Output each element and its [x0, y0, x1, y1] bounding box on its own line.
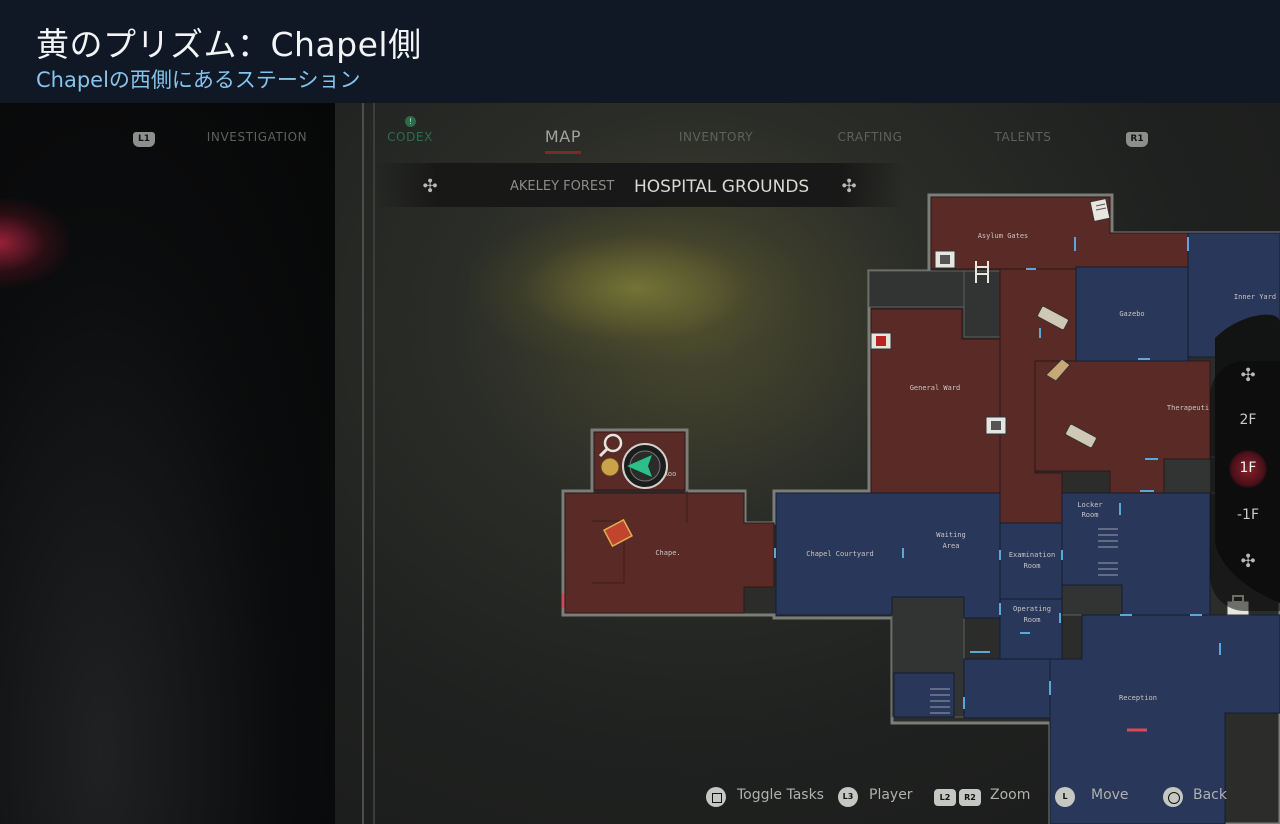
label-chapel-courtyard: Chapel Courtyard — [806, 550, 873, 558]
hint-player[interactable]: Player — [869, 787, 913, 803]
dpad-right-icon[interactable]: ✣ — [841, 176, 857, 197]
label-operating-1: Operating — [1013, 605, 1051, 613]
hint-toggle-tasks[interactable]: Toggle Tasks — [737, 787, 824, 803]
label-waiting-2: Area — [943, 542, 960, 550]
codex-alert-icon: ! — [405, 116, 416, 127]
floor-map[interactable]: Asylum Gates Gazebo Inner Yard General W… — [0, 103, 1280, 824]
left-stick-icon: L — [1055, 787, 1075, 807]
r1-bumper-icon[interactable]: R1 — [1126, 132, 1148, 147]
search-station-icon[interactable] — [598, 433, 623, 477]
label-asylum-gates: Asylum Gates — [978, 232, 1029, 240]
ammo-item-icon[interactable] — [1037, 305, 1069, 331]
ammo-item-icon-2[interactable] — [1065, 423, 1097, 449]
label-gazebo: Gazebo — [1119, 310, 1144, 318]
label-inner-yard: Inner Yard — [1234, 293, 1276, 301]
first-aid-icon[interactable] — [870, 332, 892, 350]
label-chapel: Chape. — [655, 549, 680, 557]
tab-map[interactable]: MAP — [544, 127, 582, 146]
r2-button-icon: R2 — [959, 789, 981, 806]
hint-back[interactable]: Back — [1193, 787, 1227, 803]
room-examination — [999, 522, 1063, 600]
tab-codex[interactable]: CODEX — [387, 130, 433, 144]
caption-banner: 黄のプリズム：Chapel側 Chapelの西側にあるステーション — [0, 0, 1280, 103]
red-book-icon[interactable] — [603, 518, 633, 548]
game-screen: L1 INVESTIGATION ! CODEX MAP INVENTORY C… — [0, 103, 1280, 824]
dpad-down-icon[interactable]: ✣ — [1240, 551, 1256, 572]
storage-box-icon[interactable] — [934, 250, 956, 269]
bottle-item-icon[interactable] — [1045, 358, 1071, 382]
room-lower-hall — [963, 658, 1051, 719]
label-reception: Reception — [1119, 694, 1157, 702]
red-light-glow — [0, 198, 70, 288]
panel-divider-inner — [373, 103, 375, 824]
tab-inventory[interactable]: INVENTORY — [678, 130, 754, 144]
panel-divider — [362, 103, 364, 824]
dpad-left-icon[interactable]: ✣ — [422, 176, 438, 197]
label-general-ward: General Ward — [910, 384, 961, 392]
tab-talents[interactable]: TALENTS — [994, 130, 1052, 144]
area-hospital-grounds: HOSPITAL GROUNDS — [634, 177, 810, 197]
square-button-icon — [706, 787, 726, 807]
area-akeley-forest[interactable]: AKELEY FOREST — [510, 179, 615, 194]
label-small-room: Roo — [664, 470, 677, 478]
active-floor-indicator — [1229, 450, 1267, 488]
caption-subtitle: Chapelの西側にあるステーション — [36, 68, 361, 92]
tab-investigation[interactable]: INVESTIGATION — [206, 130, 308, 144]
document-icon[interactable] — [1089, 197, 1111, 223]
area-selector-bar — [375, 163, 905, 207]
hint-zoom[interactable]: Zoom — [990, 787, 1031, 803]
label-examination-2: Room — [1024, 562, 1041, 570]
dpad-up-icon[interactable]: ✣ — [1240, 365, 1256, 386]
caption-title: 黄のプリズム：Chapel側 — [36, 25, 422, 64]
label-examination-1: Examination — [1009, 551, 1055, 559]
floor-2f[interactable]: 2F — [1239, 412, 1257, 428]
label-waiting-1: Waiting — [936, 531, 966, 539]
label-locker-1: Locker — [1077, 501, 1102, 509]
storage-box-icon-2[interactable] — [985, 416, 1007, 435]
room-operating — [999, 598, 1063, 660]
floor-b1f[interactable]: -1F — [1236, 507, 1259, 523]
room-reception — [1049, 614, 1280, 824]
circle-button-icon — [1163, 787, 1183, 807]
hint-move[interactable]: Move — [1091, 787, 1129, 803]
active-tab-indicator — [545, 151, 581, 154]
ladder-icon[interactable] — [975, 261, 989, 283]
yellow-light-glow — [470, 213, 800, 363]
l1-bumper-icon[interactable]: L1 — [133, 132, 155, 147]
floor-1f[interactable]: 1F — [1239, 460, 1257, 476]
l2-button-icon: L2 — [934, 789, 956, 806]
label-operating-2: Room — [1024, 616, 1041, 624]
room-gazebo — [1075, 266, 1189, 362]
l3-button-icon: L3 — [838, 787, 858, 807]
room-asylum-gates — [930, 196, 1189, 270]
tab-crafting[interactable]: CRAFTING — [837, 130, 903, 144]
player-position-icon[interactable] — [622, 443, 668, 489]
label-therapeutic: Therapeuti — [1167, 404, 1209, 412]
label-locker-2: Room — [1082, 511, 1099, 519]
